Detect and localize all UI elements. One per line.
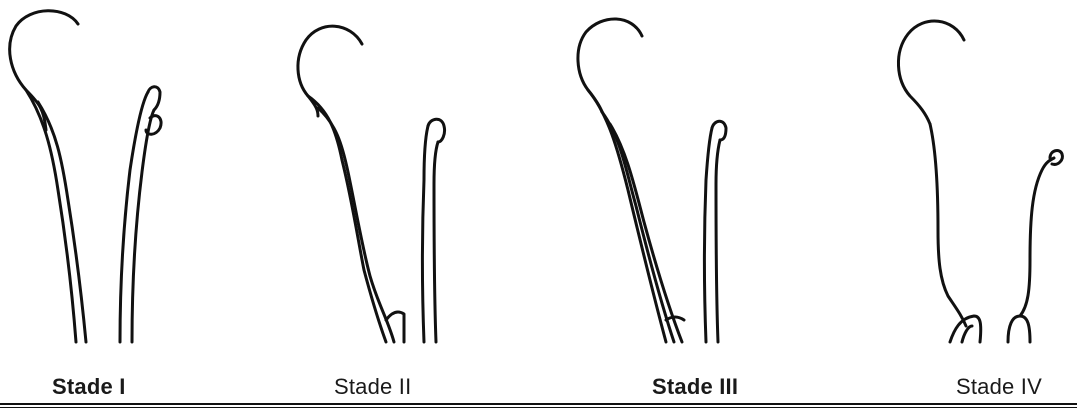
stage-1-right-cap — [148, 87, 160, 110]
stage-1-panel: Stade I — [0, 0, 270, 410]
stage-4-left-foot-inner — [962, 326, 972, 342]
stage-3-left-wall-outer — [588, 90, 666, 342]
stage-3-drawing — [560, 0, 830, 360]
stage-4-left-foot — [950, 316, 981, 342]
stage-1-label: Stade I — [52, 374, 126, 400]
stage-4-drawing — [880, 0, 1077, 360]
stage-2-right-wall-outer — [423, 126, 429, 342]
stage-1-right-wall-outer — [120, 92, 148, 342]
stage-4-label: Stade IV — [956, 374, 1077, 400]
stage-2-panel: Stade II — [280, 0, 550, 410]
stage-2-left-wall-outer — [308, 96, 386, 342]
stage-3-left-wall-third — [610, 124, 682, 342]
stage-2-right-wall-inner — [434, 142, 438, 342]
bottom-rule-thin — [0, 407, 1077, 408]
stage-4-left-wall — [930, 124, 966, 326]
stage-4-right-wall — [1020, 158, 1054, 316]
stage-3-right-wall-outer — [705, 128, 713, 342]
stage-3-right-cap — [712, 121, 726, 140]
stage-2-hook — [298, 26, 362, 116]
stage-4-hook — [898, 21, 964, 124]
stage-2-label: Stade II — [334, 374, 411, 400]
stage-3-label: Stade III — [652, 374, 738, 400]
stage-4-panel: Stade IV — [880, 0, 1077, 410]
bottom-rule — [0, 403, 1077, 405]
stage-1-drawing — [0, 0, 270, 360]
stage-4-right-foot — [1008, 316, 1030, 342]
stage-3-panel: Stade III — [560, 0, 830, 410]
stage-3-hook — [578, 19, 642, 112]
stage-3-right-wall-inner — [716, 140, 720, 342]
stage-2-drawing — [280, 0, 550, 360]
stage-2-right-cap — [428, 119, 445, 142]
